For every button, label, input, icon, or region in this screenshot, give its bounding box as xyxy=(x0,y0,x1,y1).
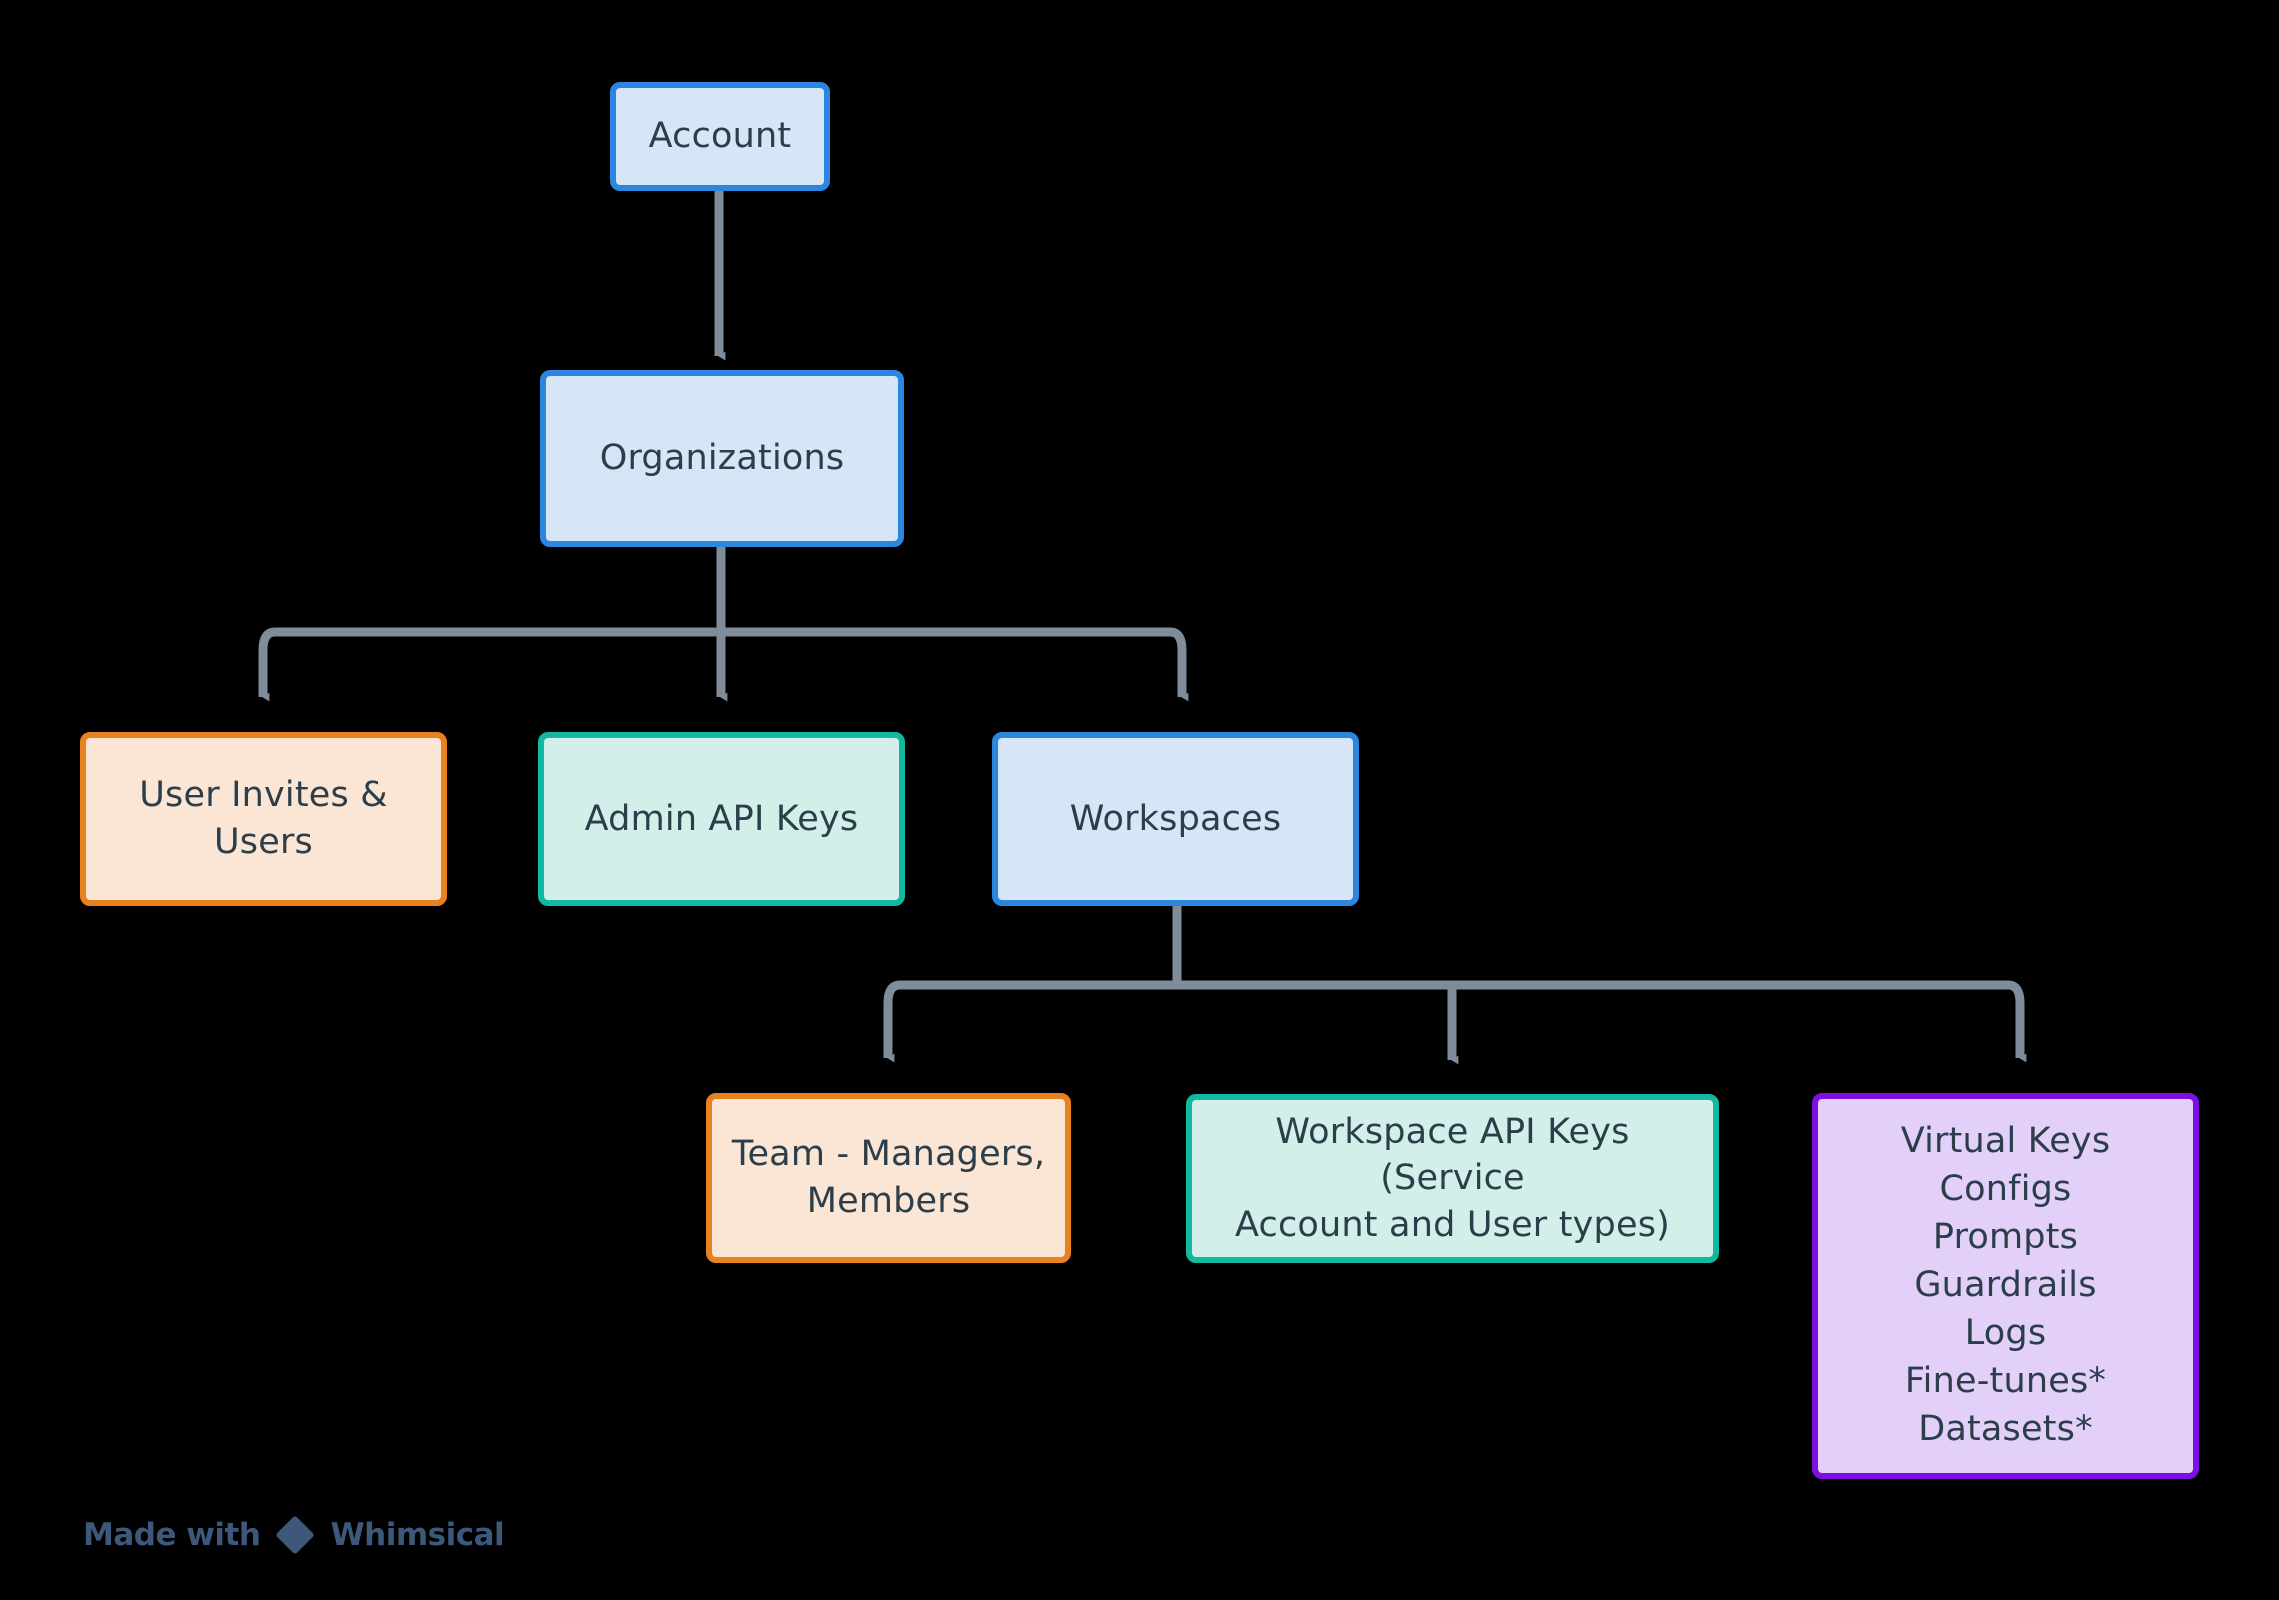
node-organizations-label: Organizations xyxy=(599,438,845,479)
node-workspace-resources-label: Virtual Keys Configs Prompts Guardrails … xyxy=(1900,1121,2111,1449)
node-account[interactable]: Account xyxy=(610,82,830,191)
node-admin-api-keys-label: Admin API Keys xyxy=(584,798,859,839)
node-account-label: Account xyxy=(648,116,792,157)
edge-organizations-user-invites xyxy=(258,627,276,702)
node-team-managers-members[interactable]: Team - Managers, Members xyxy=(706,1093,1071,1263)
edge-organizations-workspaces xyxy=(1169,627,1189,702)
node-user-invites-and-users[interactable]: User Invites & Users xyxy=(80,732,447,906)
edge-workspaces-team xyxy=(883,980,901,1063)
node-workspace-resources[interactable]: Virtual Keys Configs Prompts Guardrails … xyxy=(1812,1093,2199,1479)
node-workspace-api-keys[interactable]: Workspace API Keys (Service Account and … xyxy=(1186,1094,1719,1263)
node-workspaces-label: Workspaces xyxy=(1069,798,1282,839)
edge-workspaces-workspace-resources xyxy=(2007,980,2027,1063)
node-team-managers-members-label: Team - Managers, Members xyxy=(731,1134,1046,1221)
watermark-brand: Whimsical xyxy=(330,1517,505,1553)
node-admin-api-keys[interactable]: Admin API Keys xyxy=(538,732,905,906)
node-workspaces[interactable]: Workspaces xyxy=(992,732,1359,906)
watermark-prefix: Made with xyxy=(83,1517,261,1553)
watermark: Made with Whimsical xyxy=(83,1513,505,1557)
node-organizations[interactable]: Organizations xyxy=(540,370,904,547)
whimsical-logo-icon xyxy=(273,1513,317,1557)
node-workspace-api-keys-label: Workspace API Keys (Service Account and … xyxy=(1235,1111,1670,1245)
node-user-invites-and-users-label: User Invites & Users xyxy=(139,775,388,862)
